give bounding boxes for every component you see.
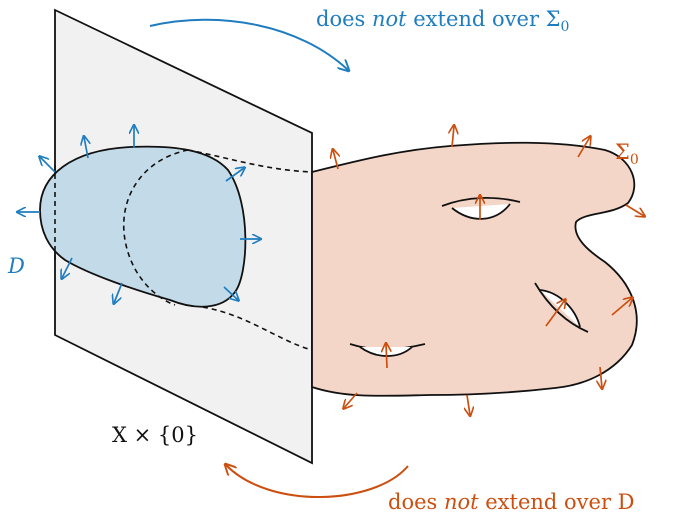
- surface-arrow: [611, 298, 632, 316]
- bottom-caption: does not extend over D: [388, 490, 635, 514]
- surface-arrow: [577, 137, 590, 158]
- disk-arrow: [40, 157, 56, 173]
- surface-arrow: [600, 366, 602, 388]
- hole-1: [441, 197, 521, 220]
- top-curved-arrow: [149, 18, 348, 70]
- surface-arrow: [344, 392, 358, 408]
- surface-arrow: [545, 300, 565, 327]
- disk-arrow: [84, 137, 88, 159]
- sigma0-label: Σ0: [615, 140, 639, 169]
- disk-arrow: [223, 286, 238, 300]
- plane-label: X × {0}: [112, 423, 198, 447]
- surface-arrow: [386, 344, 387, 369]
- disk-arrow: [62, 257, 73, 278]
- bottom-curved-arrow: [226, 465, 409, 498]
- surface-arrow: [625, 204, 644, 216]
- surface-arrow: [333, 150, 338, 170]
- surface-normal-arrows: [333, 126, 644, 415]
- disk-inner-dashed-arc: [123, 149, 189, 306]
- dashed-lower-connector: [184, 304, 313, 351]
- disk-arrow: [225, 168, 244, 182]
- disk-arrow: [114, 282, 123, 303]
- surface-arrow: [467, 394, 470, 415]
- surface-arrow: [452, 126, 454, 148]
- top-caption: does not extend over Σ0: [316, 7, 570, 36]
- disk-d: [39, 145, 247, 308]
- surface-sigma0: [311, 141, 638, 397]
- disk-normal-arrows: [18, 126, 260, 303]
- d-label: D: [8, 254, 25, 278]
